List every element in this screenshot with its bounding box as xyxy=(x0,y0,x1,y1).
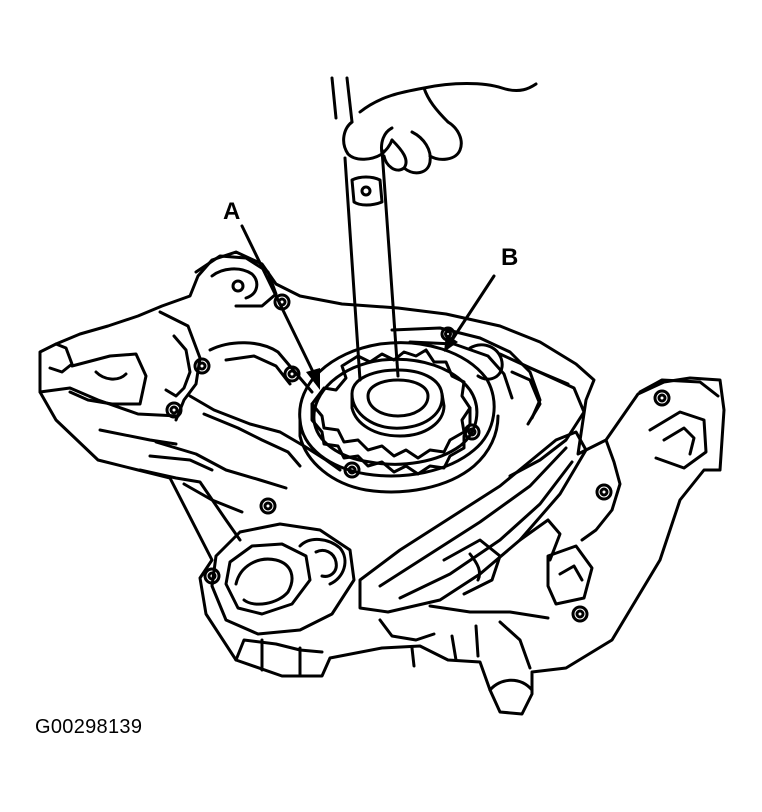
callout-label-a: A xyxy=(223,198,241,225)
hand xyxy=(330,76,538,175)
tool-shaft xyxy=(343,148,400,382)
leader-a xyxy=(240,224,318,380)
arrowhead-b xyxy=(444,334,458,352)
arrowhead-a xyxy=(306,368,320,390)
callout-label-b: B xyxy=(501,244,519,271)
callout-leaders xyxy=(240,224,496,380)
pump-gear xyxy=(310,348,472,476)
pump-housing xyxy=(38,250,726,716)
leader-b xyxy=(450,274,496,342)
figure-id-label: G00298139 xyxy=(35,716,143,738)
